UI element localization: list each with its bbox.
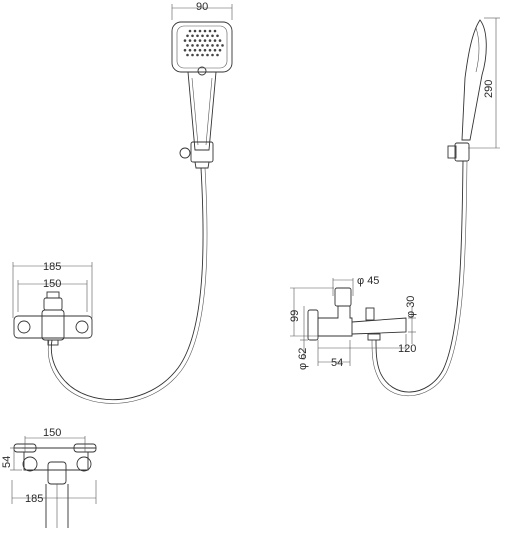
hose-front — [50, 167, 204, 401]
spray-nozzle — [193, 48, 197, 52]
dimension-plan-inner: 150 — [24, 427, 86, 452]
shower-head-front — [171, 21, 233, 169]
spray-nozzle — [211, 44, 214, 47]
spray-nozzle — [188, 39, 192, 42]
dimension-cover-dia: φ 62 — [297, 306, 309, 370]
shower-head-side — [447, 19, 487, 162]
spray-nozzle — [196, 53, 199, 57]
spray-nozzle — [211, 34, 214, 38]
spray-nozzle — [206, 53, 209, 57]
dim-label-front-outer: 185 — [43, 261, 61, 273]
dim-label-handset-length: 290 — [483, 80, 495, 98]
spray-nozzle — [203, 39, 207, 42]
dimension-side-depth: 54 — [317, 340, 351, 369]
dim-label-side-depth: 54 — [331, 357, 343, 369]
spray-nozzle — [218, 39, 222, 42]
dimension-spout-reach: 120 — [318, 334, 416, 355]
dimension-front-inner: 150 — [18, 278, 87, 290]
spray-nozzle — [196, 34, 199, 38]
dimension-outlet-dia: φ 45 — [332, 275, 379, 296]
spray-nozzle — [208, 48, 212, 52]
spray-nozzle — [183, 48, 187, 52]
spray-nozzle — [206, 44, 209, 47]
spray-nozzle — [193, 39, 197, 42]
dim-label-plan-outer: 185 — [25, 493, 43, 505]
spray-nozzle — [188, 48, 192, 52]
spray-nozzle — [191, 53, 194, 57]
spray-nozzle — [186, 53, 189, 57]
mixer-side-view — [307, 287, 407, 341]
spray-nozzle — [213, 39, 217, 42]
dim-label-front-inner: 150 — [43, 278, 61, 290]
dim-label-plan-depth: 54 — [1, 456, 13, 468]
dim-label-cover-dia: φ 62 — [297, 348, 309, 370]
spray-nozzle — [203, 29, 207, 33]
mixer-front-view — [12, 262, 93, 346]
spray-nozzle — [186, 44, 189, 47]
spray-nozzle — [183, 39, 187, 42]
spray-nozzle — [188, 29, 192, 33]
dimension-body-height: 99 — [289, 287, 334, 337]
spray-nozzle — [198, 29, 202, 33]
spray-nozzle — [198, 39, 202, 42]
dimension-head-width: 90 — [171, 1, 233, 20]
spray-nozzle — [213, 29, 217, 33]
spray-nozzle — [216, 34, 219, 38]
spray-nozzle — [193, 29, 197, 33]
dim-label-head-width: 90 — [196, 1, 208, 13]
spray-nozzle — [213, 48, 217, 52]
spray-nozzle — [186, 34, 189, 38]
dim-label-plan-inner: 150 — [43, 427, 61, 439]
spray-nozzle — [211, 53, 214, 57]
spray-nozzle — [206, 34, 209, 38]
spray-nozzle — [208, 29, 212, 33]
spray-nozzle — [203, 48, 207, 52]
spray-nozzle — [201, 34, 204, 38]
spray-nozzle — [191, 44, 194, 47]
spray-nozzle — [191, 34, 194, 38]
spray-nozzles — [183, 29, 224, 57]
spray-nozzle — [216, 44, 219, 47]
spray-nozzle — [198, 48, 202, 52]
dimension-spout-dia: φ 30 — [405, 296, 417, 344]
spray-nozzle — [201, 53, 204, 57]
dim-label-outlet-dia: φ 45 — [357, 275, 379, 287]
mixer-plan-view — [13, 443, 97, 528]
dimension-front-outer: 185 — [13, 261, 92, 273]
dim-label-spout-reach: 120 — [398, 343, 416, 355]
spray-nozzle — [208, 39, 212, 42]
hose-side — [375, 160, 464, 393]
spray-nozzle — [216, 53, 219, 57]
dimension-plan-depth: 54 — [1, 447, 22, 471]
dim-label-spout-dia: φ 30 — [405, 296, 417, 318]
dim-label-body-height: 99 — [289, 310, 301, 322]
spray-nozzle — [218, 48, 222, 52]
spray-nozzle — [221, 44, 224, 47]
spray-nozzle — [196, 44, 199, 47]
dimension-handset-length: 290 — [468, 17, 500, 149]
dimension-plan-outer: 185 — [11, 480, 97, 505]
spray-nozzle — [201, 44, 204, 47]
